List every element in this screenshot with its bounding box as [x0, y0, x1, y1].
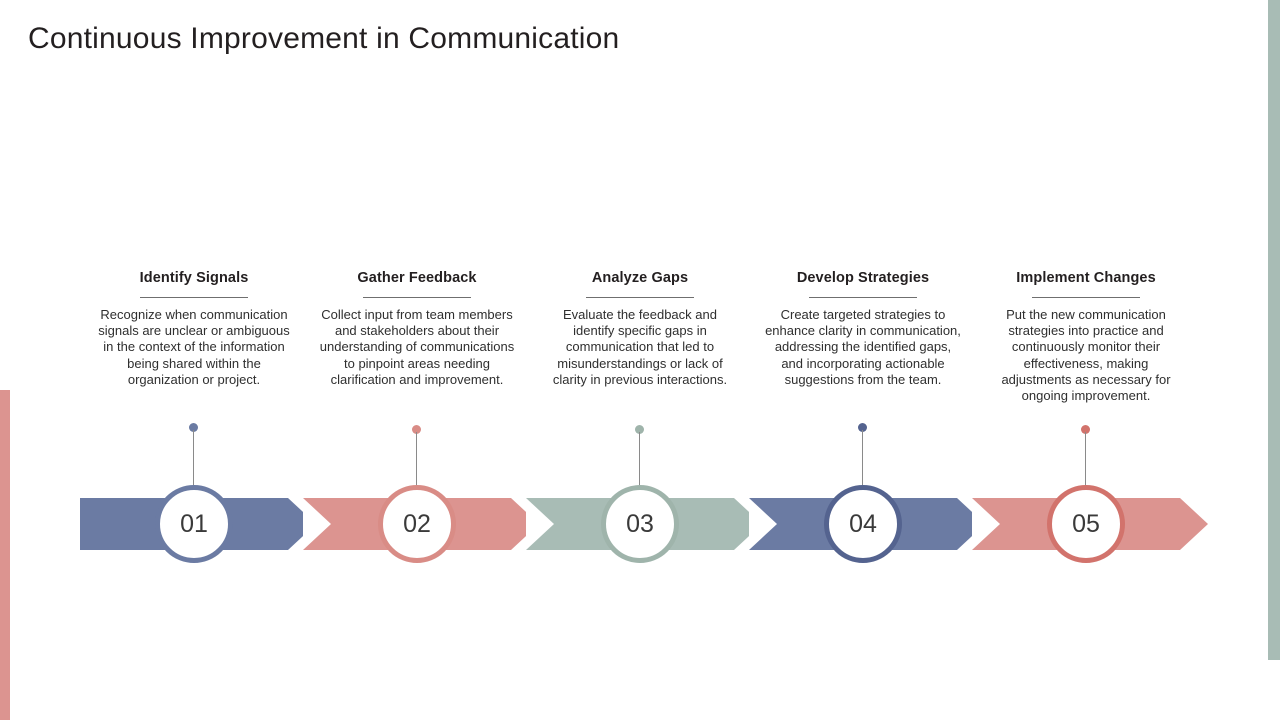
- step-block-1: Identify Signals Recognize when communic…: [96, 270, 292, 388]
- step-divider: [1032, 297, 1140, 298]
- step-number: 05: [1072, 509, 1100, 538]
- arrow-step-4: [749, 498, 985, 550]
- step-node-3[interactable]: 03: [601, 485, 679, 563]
- step-stem-5: [1085, 432, 1086, 490]
- step-heading: Implement Changes: [1016, 270, 1156, 286]
- arrow-notch: [303, 498, 331, 550]
- step-block-5: Implement Changes Put the new communicat…: [988, 270, 1184, 404]
- step-dot-3: [635, 425, 644, 434]
- step-divider: [140, 297, 248, 298]
- step-number: 03: [626, 509, 654, 538]
- step-block-2: Gather Feedback Collect input from team …: [319, 270, 515, 388]
- step-heading: Develop Strategies: [796, 270, 930, 286]
- step-stem-3: [639, 432, 640, 490]
- step-block-3: Analyze Gaps Evaluate the feedback and i…: [542, 270, 738, 388]
- step-dot-1: [189, 423, 198, 432]
- step-description: Create targeted strategies to enhance cl…: [765, 307, 961, 387]
- step-number: 02: [403, 509, 431, 538]
- step-dot-5: [1081, 425, 1090, 434]
- step-heading: Analyze Gaps: [591, 270, 689, 286]
- step-heading: Identify Signals: [139, 270, 249, 286]
- step-node-5[interactable]: 05: [1047, 485, 1125, 563]
- step-dot-4: [858, 423, 867, 432]
- step-node-4[interactable]: 04: [824, 485, 902, 563]
- right-edge-bar: [1268, 0, 1280, 660]
- step-divider: [586, 297, 694, 298]
- step-description: Evaluate the feedback and identify speci…: [552, 307, 728, 387]
- page-title: Continuous Improvement in Communication: [28, 22, 620, 55]
- step-stem-2: [416, 432, 417, 490]
- arrow-notch: [972, 498, 1000, 550]
- step-number: 04: [849, 509, 877, 538]
- step-node-1[interactable]: 01: [155, 485, 233, 563]
- left-edge-bar: [0, 390, 10, 720]
- step-divider: [363, 297, 471, 298]
- step-number: 01: [180, 509, 208, 538]
- arrow-notch: [526, 498, 554, 550]
- step-description: Put the new communication strategies int…: [1001, 307, 1171, 404]
- step-dot-2: [412, 425, 421, 434]
- step-description: Collect input from team members and stak…: [319, 307, 515, 387]
- arrow-notch: [749, 498, 777, 550]
- arrow-head: [1180, 498, 1208, 550]
- step-heading: Gather Feedback: [357, 270, 477, 286]
- step-node-2[interactable]: 02: [378, 485, 456, 563]
- step-divider: [809, 297, 917, 298]
- step-stem-4: [862, 430, 863, 490]
- step-description: Recognize when communication signals are…: [98, 307, 290, 387]
- step-stem-1: [193, 430, 194, 490]
- step-block-4: Develop Strategies Create targeted strat…: [765, 270, 961, 388]
